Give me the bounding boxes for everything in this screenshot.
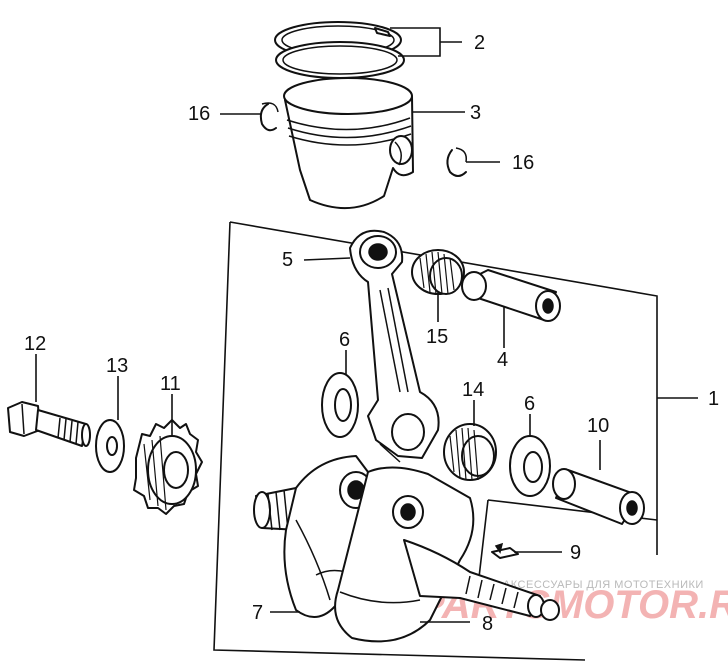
thrust-washer-right	[509, 435, 551, 497]
callout-8: 8	[482, 613, 493, 635]
bolt	[7, 401, 91, 447]
small-end-needle-bearing	[411, 249, 465, 295]
callout-5: 5	[282, 249, 293, 271]
callout-15: 15	[426, 326, 448, 348]
piston-rings	[274, 21, 405, 79]
piston-pin	[461, 269, 561, 322]
crank-pin	[552, 468, 645, 525]
callout-12: 12	[24, 333, 46, 355]
callout-3: 3	[470, 102, 481, 124]
gear	[133, 419, 203, 515]
callout-16-left: 16	[188, 103, 210, 125]
circlip-left	[259, 102, 279, 132]
callout-1: 1	[708, 388, 719, 410]
callout-6-left: 6	[339, 329, 350, 351]
piston	[283, 77, 414, 210]
thrust-washer-left	[321, 372, 359, 438]
connecting-rod	[349, 229, 440, 463]
crankshaft-right-half	[334, 466, 560, 643]
callout-6-right: 6	[524, 393, 535, 415]
callout-9: 9	[570, 542, 581, 564]
callout-labels: 2 3 16 16 5 15 4 6 14 6 10 1 12 13 11 9 …	[24, 32, 719, 635]
big-end-needle-bearing	[443, 423, 497, 481]
callout-7: 7	[252, 602, 263, 624]
callout-14: 14	[462, 379, 484, 401]
circlip-right	[446, 147, 468, 177]
callout-13: 13	[106, 355, 128, 377]
callout-11: 11	[160, 373, 181, 395]
callout-4: 4	[497, 349, 508, 371]
leader-lines	[35, 27, 698, 623]
callout-10: 10	[587, 415, 609, 437]
washer	[95, 419, 125, 473]
callout-2: 2	[474, 32, 485, 54]
callout-16-right: 16	[512, 152, 534, 174]
woodruff-key	[491, 542, 519, 559]
